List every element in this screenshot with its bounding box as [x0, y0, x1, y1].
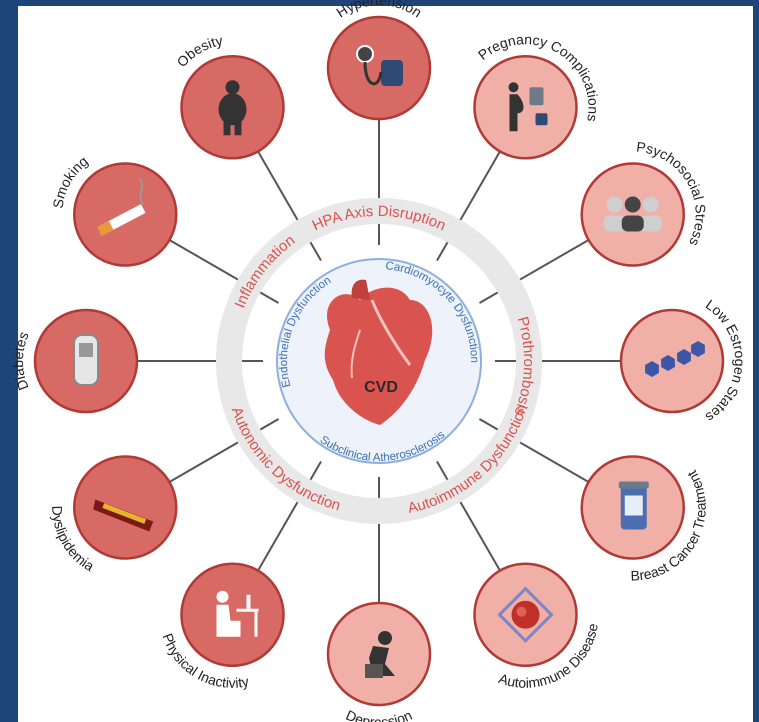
node-circle [328, 17, 430, 119]
risk-factor-node [35, 310, 137, 412]
center-label: CVD [364, 379, 398, 396]
risk-factor-label: Depression [344, 707, 415, 722]
glucose-meter-icon [74, 335, 98, 385]
risk-factor-node [182, 564, 284, 666]
risk-factor-node [621, 310, 723, 412]
risk-factor-node [182, 56, 284, 158]
risk-factor-node [328, 603, 430, 705]
node-circle [182, 564, 284, 666]
risk-factor-node [582, 164, 684, 266]
medication-bottle-icon [619, 482, 649, 530]
risk-factor-node [328, 17, 430, 119]
risk-factor-node [475, 56, 577, 158]
node-circle [475, 56, 577, 158]
risk-factor-label: Diabetes [10, 329, 32, 392]
risk-factor-node [582, 457, 684, 559]
risk-factor-node [475, 564, 577, 666]
node-circle [74, 457, 176, 559]
risk-factor-node [74, 164, 176, 266]
risk-factor-node [74, 457, 176, 559]
node-circle [582, 164, 684, 266]
